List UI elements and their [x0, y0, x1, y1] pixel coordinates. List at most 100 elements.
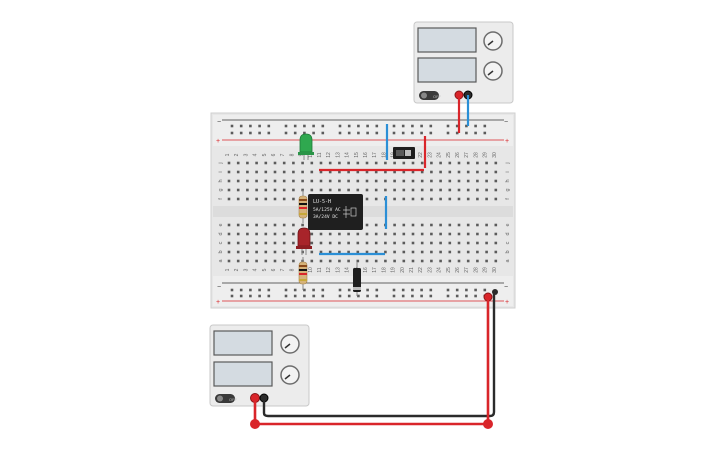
- breadboard-hole[interactable]: [375, 294, 379, 298]
- breadboard-hole[interactable]: [474, 131, 477, 135]
- breadboard-hole[interactable]: [319, 241, 323, 245]
- breadboard-hole[interactable]: [466, 223, 470, 227]
- breadboard-hole[interactable]: [430, 188, 433, 192]
- breadboard-hole[interactable]: [293, 131, 297, 135]
- breadboard-hole[interactable]: [319, 259, 323, 263]
- breadboard-hole[interactable]: [292, 170, 295, 174]
- breadboard-hole[interactable]: [338, 294, 342, 298]
- breadboard-hole[interactable]: [239, 288, 243, 292]
- breadboard-hole[interactable]: [411, 131, 414, 135]
- breadboard-hole[interactable]: [457, 170, 461, 174]
- breadboard-hole[interactable]: [402, 179, 406, 183]
- breadboard-hole[interactable]: [411, 259, 415, 263]
- breadboard-hole[interactable]: [457, 188, 461, 192]
- breadboard-hole[interactable]: [319, 188, 323, 192]
- breadboard-hole[interactable]: [264, 259, 268, 263]
- breadboard-hole[interactable]: [392, 131, 396, 135]
- wire-red[interactable]: [253, 297, 490, 426]
- breadboard-hole[interactable]: [448, 161, 452, 165]
- breadboard-hole[interactable]: [347, 188, 350, 192]
- breadboard-hole[interactable]: [494, 170, 498, 174]
- breadboard-hole[interactable]: [392, 294, 396, 298]
- breadboard-hole[interactable]: [267, 294, 271, 298]
- breadboard-hole[interactable]: [321, 288, 325, 292]
- breadboard-hole[interactable]: [374, 197, 378, 201]
- breadboard-hole[interactable]: [284, 124, 288, 128]
- breadboard-hole[interactable]: [273, 197, 277, 201]
- breadboard-hole[interactable]: [310, 241, 314, 245]
- breadboard-hole[interactable]: [236, 223, 240, 227]
- breadboard-hole[interactable]: [328, 250, 332, 254]
- breadboard-hole[interactable]: [255, 179, 258, 183]
- breadboard-hole[interactable]: [476, 241, 479, 245]
- breadboard-hole[interactable]: [476, 179, 479, 183]
- breadboard-hole[interactable]: [264, 197, 268, 201]
- breadboard-hole[interactable]: [429, 294, 433, 298]
- breadboard-hole[interactable]: [246, 232, 249, 236]
- breadboard-hole[interactable]: [303, 124, 306, 128]
- breadboard-hole[interactable]: [411, 223, 415, 227]
- breadboard-hole[interactable]: [246, 161, 249, 165]
- breadboard-hole[interactable]: [227, 197, 231, 201]
- breadboard-hole[interactable]: [384, 250, 387, 254]
- breadboard-hole[interactable]: [401, 124, 405, 128]
- breadboard-hole[interactable]: [430, 232, 433, 236]
- breadboard-hole[interactable]: [227, 232, 231, 236]
- breadboard-hole[interactable]: [411, 241, 415, 245]
- breadboard-hole[interactable]: [338, 131, 342, 135]
- breadboard-hole[interactable]: [393, 250, 396, 254]
- breadboard-hole[interactable]: [374, 179, 378, 183]
- breadboard-hole[interactable]: [455, 294, 459, 298]
- breadboard-hole[interactable]: [401, 131, 405, 135]
- breadboard-hole[interactable]: [319, 170, 323, 174]
- slide-switch[interactable]: [393, 147, 415, 159]
- breadboard-hole[interactable]: [466, 188, 470, 192]
- breadboard-hole[interactable]: [273, 250, 277, 254]
- breadboard-hole[interactable]: [465, 131, 468, 135]
- breadboard-hole[interactable]: [356, 232, 360, 236]
- breadboard-hole[interactable]: [273, 161, 277, 165]
- breadboard-hole[interactable]: [476, 161, 479, 165]
- breadboard-hole[interactable]: [264, 179, 268, 183]
- breadboard-hole[interactable]: [264, 232, 268, 236]
- breadboard-hole[interactable]: [457, 161, 461, 165]
- breadboard-hole[interactable]: [282, 197, 286, 201]
- breadboard-hole[interactable]: [338, 241, 341, 245]
- breadboard-hole[interactable]: [338, 179, 341, 183]
- breadboard-hole[interactable]: [457, 223, 461, 227]
- breadboard-hole[interactable]: [476, 170, 479, 174]
- breadboard-hole[interactable]: [375, 124, 379, 128]
- breadboard-hole[interactable]: [392, 288, 396, 292]
- breadboard-hole[interactable]: [485, 241, 488, 245]
- breadboard-hole[interactable]: [273, 223, 277, 227]
- breadboard-hole[interactable]: [375, 131, 379, 135]
- breadboard-hole[interactable]: [273, 241, 277, 245]
- breadboard-hole[interactable]: [227, 170, 231, 174]
- breadboard-hole[interactable]: [258, 124, 261, 128]
- breadboard-hole[interactable]: [293, 124, 297, 128]
- breadboard-hole[interactable]: [374, 223, 378, 227]
- breadboard-hole[interactable]: [301, 161, 304, 165]
- breadboard-hole[interactable]: [439, 179, 442, 183]
- breadboard-hole[interactable]: [356, 179, 360, 183]
- breadboard-hole[interactable]: [439, 232, 442, 236]
- breadboard-hole[interactable]: [420, 197, 424, 201]
- breadboard-hole[interactable]: [384, 241, 387, 245]
- breadboard-hole[interactable]: [273, 232, 277, 236]
- breadboard-hole[interactable]: [338, 250, 341, 254]
- breadboard-hole[interactable]: [230, 131, 234, 135]
- breadboard-hole[interactable]: [246, 179, 249, 183]
- breadboard-hole[interactable]: [448, 197, 452, 201]
- breadboard-hole[interactable]: [411, 197, 415, 201]
- breadboard-hole[interactable]: [292, 250, 295, 254]
- breadboard-hole[interactable]: [483, 131, 487, 135]
- breadboard-hole[interactable]: [402, 223, 406, 227]
- breadboard-hole[interactable]: [356, 250, 360, 254]
- breadboard-hole[interactable]: [402, 241, 406, 245]
- breadboard-hole[interactable]: [393, 188, 396, 192]
- breadboard-hole[interactable]: [446, 294, 450, 298]
- breadboard-hole[interactable]: [312, 131, 315, 135]
- breadboard-hole[interactable]: [429, 124, 433, 128]
- breadboard-hole[interactable]: [267, 288, 271, 292]
- breadboard-hole[interactable]: [430, 161, 433, 165]
